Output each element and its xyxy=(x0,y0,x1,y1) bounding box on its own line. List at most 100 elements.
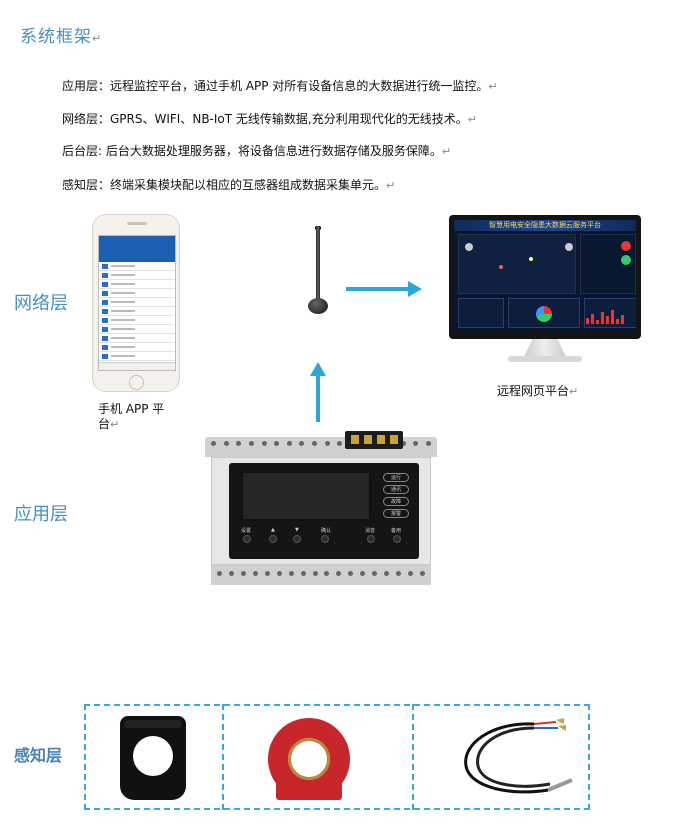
terminal-hole xyxy=(396,571,402,576)
terminal-hole xyxy=(223,441,229,446)
device-label-down: ▼ xyxy=(295,527,299,533)
monitor-pie-chart xyxy=(536,306,552,322)
phone-list-text xyxy=(111,337,135,339)
paragraph-network: 网络层：GPRS、WIFI、NB-IoT 无线传输数据,充分利用现代化的无线技术… xyxy=(62,112,477,126)
device-label-spare: 备用 xyxy=(391,528,402,534)
paragraph-perception: 感知层：终端采集模块配以相应的互感器组成数据采集单元。↵ xyxy=(62,178,396,192)
terminal-hole xyxy=(413,441,419,446)
phone-home-button xyxy=(129,375,144,390)
terminal-hole xyxy=(211,441,216,446)
monitor-panel-left xyxy=(458,298,504,328)
terminal-hole xyxy=(336,571,342,576)
phone-list-icon xyxy=(102,263,108,269)
phone-list-text xyxy=(111,274,135,276)
temperature-probe-image xyxy=(464,718,573,794)
ring-current-transformer-image xyxy=(268,718,350,800)
device-label-confirm: 确认 xyxy=(321,528,332,534)
split-core-current-transformer-image xyxy=(120,716,186,800)
phone-caption: 手机 APP 平台↵ xyxy=(98,402,165,431)
phone-list-icon xyxy=(102,290,108,296)
phone-list-text xyxy=(111,301,135,303)
terminal-hole xyxy=(324,441,330,446)
phone-list-item xyxy=(99,289,175,298)
monitor-map-panel xyxy=(458,234,576,294)
terminal-hole xyxy=(372,571,378,576)
terminal-hole xyxy=(228,571,234,576)
phone-list-icon xyxy=(102,317,108,323)
terminal-hole xyxy=(286,441,292,446)
phone-list-text xyxy=(111,283,135,285)
phone-list-item xyxy=(99,307,175,316)
terminal-hole xyxy=(419,571,425,576)
phone-list-item xyxy=(99,352,175,361)
phone-list-text xyxy=(111,355,135,357)
monitor-screen-title: 智慧用电安全隐患大数据云服务平台 xyxy=(454,220,636,231)
device-front-panel: 运行 通讯 故障 报警 设置 ▲ ▼ 确认 消音 备用 xyxy=(229,463,419,559)
terminal-hole xyxy=(264,571,270,576)
phone-list-icon xyxy=(102,344,108,350)
phone-screen xyxy=(98,235,176,371)
layer-label-network: 网络层 xyxy=(14,293,68,314)
phone-list-icon xyxy=(102,299,108,305)
sensor-divider xyxy=(412,704,414,810)
phone-list-text xyxy=(111,328,135,330)
paragraph-backend: 后台层: 后台大数据处理服务器，将设备信息进行数据存储及服务保障。↵ xyxy=(62,144,452,158)
terminal-hole xyxy=(299,441,305,446)
phone-list-item xyxy=(99,298,175,307)
terminal-hole xyxy=(384,571,390,576)
phone-list-text xyxy=(111,292,135,294)
phone-speaker xyxy=(127,222,147,225)
terminal-hole xyxy=(360,571,366,576)
terminal-hole xyxy=(248,441,254,446)
device-indicator-comm: 通讯 xyxy=(383,485,409,494)
terminal-hole xyxy=(425,441,431,446)
device-indicator-run: 运行 xyxy=(383,473,409,482)
phone-list-icon xyxy=(102,308,108,314)
terminal-hole xyxy=(337,441,343,446)
page-title: 系统框架↵ xyxy=(20,27,103,47)
phone-list-icon xyxy=(102,326,108,332)
terminal-hole xyxy=(400,441,406,446)
phone-app-header xyxy=(99,236,175,262)
device-indicator-fault: 故障 xyxy=(383,497,409,506)
antenna-rod xyxy=(316,226,320,300)
sensor-group-box xyxy=(84,704,590,810)
device-label-up: ▲ xyxy=(271,527,275,533)
monitor-base xyxy=(508,356,582,362)
phone-list-text xyxy=(111,265,135,267)
phone-list-item xyxy=(99,343,175,352)
sensor-divider xyxy=(222,704,224,810)
terminal-hole xyxy=(312,571,318,576)
monitor-stand xyxy=(524,339,566,357)
terminal-hole xyxy=(240,571,246,576)
terminal-hole xyxy=(236,441,242,446)
antenna-image xyxy=(306,226,332,326)
monitor-bar-chart xyxy=(586,308,636,324)
terminal-hole xyxy=(408,571,413,576)
terminal-hole xyxy=(312,441,318,446)
antenna-base xyxy=(308,298,328,314)
phone-list-text xyxy=(111,310,135,312)
phone-list-item xyxy=(99,271,175,280)
phone-list-item xyxy=(99,262,175,271)
device-indicator-alarm: 报警 xyxy=(383,509,409,518)
paragraph-application: 应用层：远程监控平台，通过手机 APP 对所有设备信息的大数据进行统一监控。↵ xyxy=(62,79,498,93)
phone-list-text xyxy=(111,319,135,321)
arrow-up xyxy=(310,362,326,422)
phone-list-icon xyxy=(102,272,108,278)
arrow-right xyxy=(346,281,422,297)
phone-list-text xyxy=(111,346,135,348)
phone-list-item xyxy=(99,316,175,325)
terminal-hole xyxy=(217,571,222,576)
phone-list-icon xyxy=(102,353,108,359)
phone-list-item xyxy=(99,325,175,334)
collector-device-image: 运行 通讯 故障 报警 设置 ▲ ▼ 确认 消音 备用 xyxy=(205,431,437,585)
terminal-hole xyxy=(288,571,294,576)
terminal-hole xyxy=(276,571,282,576)
device-terminal-block xyxy=(345,431,403,449)
terminal-hole xyxy=(324,571,330,576)
terminal-hole xyxy=(300,571,306,576)
device-label-set: 设置 xyxy=(241,528,252,534)
layer-label-application: 应用层 xyxy=(14,504,68,525)
phone-list-item xyxy=(99,280,175,289)
